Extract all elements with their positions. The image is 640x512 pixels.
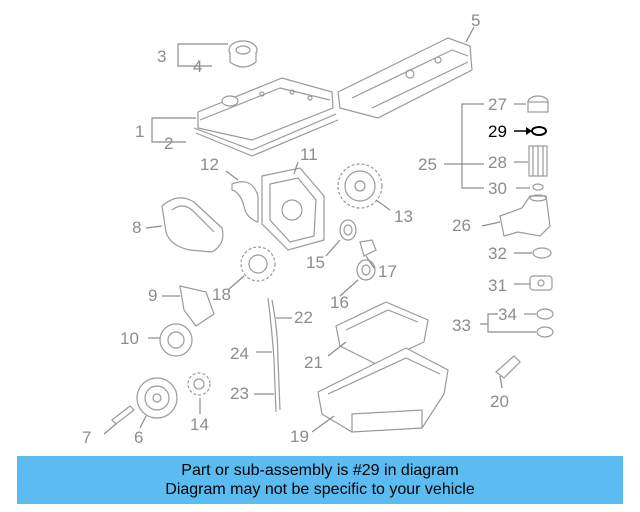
callout-8: 8 — [132, 218, 141, 237]
exploded-parts-diagram: 1 2 3 4 5 6 7 8 9 10 11 12 13 14 15 16 1… — [82, 11, 554, 447]
harmonic-balancer-part — [136, 377, 178, 419]
bolt-part — [111, 405, 135, 425]
oil-filter-housing-part — [499, 194, 551, 237]
callout-4: 4 — [193, 57, 202, 76]
valve-cover-part — [193, 77, 339, 157]
camshaft-gear-part — [337, 163, 383, 209]
callout-28: 28 — [488, 153, 507, 172]
callout-6: 6 — [134, 428, 143, 447]
oil-pump-gear-part — [187, 372, 211, 396]
dipstick-tube-part — [271, 299, 281, 411]
oil-filler-cap-part — [228, 40, 258, 68]
callout-19: 19 — [290, 427, 309, 446]
timing-cover-part — [261, 167, 325, 251]
callout-27: 27 — [488, 95, 507, 114]
info-banner: Part or sub-assembly is #29 in diagram D… — [17, 456, 623, 504]
highlight-arrowhead-29 — [526, 127, 532, 135]
oil-filter-cap-part — [527, 95, 549, 113]
callout-17: 17 — [378, 262, 397, 281]
pressure-sender-part — [529, 275, 553, 291]
callout-9: 9 — [148, 286, 157, 305]
callout-11: 11 — [300, 145, 318, 164]
callout-20: 20 — [490, 392, 509, 411]
callout-25: 25 — [418, 155, 437, 174]
callout-34: 34 — [498, 305, 517, 324]
callout-5: 5 — [471, 11, 480, 30]
callout-24: 24 — [230, 344, 249, 363]
info-banner-line-1: Part or sub-assembly is #29 in diagram — [181, 462, 459, 479]
callout-13: 13 — [394, 207, 413, 226]
callout-1: 1 — [135, 122, 144, 141]
callout-2: 2 — [164, 134, 173, 153]
small-seal-part — [532, 183, 544, 191]
small-bracket-part — [495, 355, 521, 379]
crankshaft-gear-part — [240, 246, 276, 282]
callout-21: 21 — [304, 353, 323, 372]
crank-pulley-part — [159, 323, 193, 357]
o-ring-part-highlighted — [531, 126, 547, 136]
callout-22: 22 — [294, 308, 313, 327]
callout-31: 31 — [488, 276, 507, 295]
info-banner-line-2: Diagram may not be specific to your vehi… — [165, 481, 475, 498]
callout-10: 10 — [120, 329, 139, 348]
callout-15: 15 — [306, 253, 325, 272]
washer-part — [536, 308, 554, 320]
callout-14: 14 — [190, 415, 209, 434]
callout-23: 23 — [230, 384, 249, 403]
callout-7: 7 — [82, 428, 91, 447]
callout-32: 32 — [488, 244, 507, 263]
sensor-part — [359, 239, 377, 257]
callout-3: 3 — [157, 47, 166, 66]
idler-pulley-part — [356, 259, 376, 281]
callout-29-highlighted: 29 — [488, 122, 507, 141]
callout-18: 18 — [212, 285, 231, 304]
callout-26: 26 — [452, 216, 471, 235]
dipstick-part — [267, 297, 277, 413]
timing-belt-cover-part — [161, 197, 224, 253]
housing-gasket-part — [532, 247, 552, 259]
callout-labels: 1 2 3 4 5 6 7 8 9 10 11 12 13 14 15 16 1… — [82, 11, 517, 447]
bracket-part — [179, 285, 215, 327]
callout-16: 16 — [330, 293, 349, 312]
callout-30: 30 — [488, 179, 507, 198]
timing-cover-segment-part — [231, 181, 259, 223]
oil-filter-element-part — [528, 145, 548, 177]
seal-part — [339, 219, 357, 241]
oil-pan-part — [317, 347, 449, 433]
leader-lines — [103, 26, 536, 435]
drain-plug-part — [536, 326, 554, 338]
callout-33: 33 — [452, 316, 471, 335]
engine-cover-part — [337, 37, 473, 119]
callout-12: 12 — [200, 155, 219, 174]
